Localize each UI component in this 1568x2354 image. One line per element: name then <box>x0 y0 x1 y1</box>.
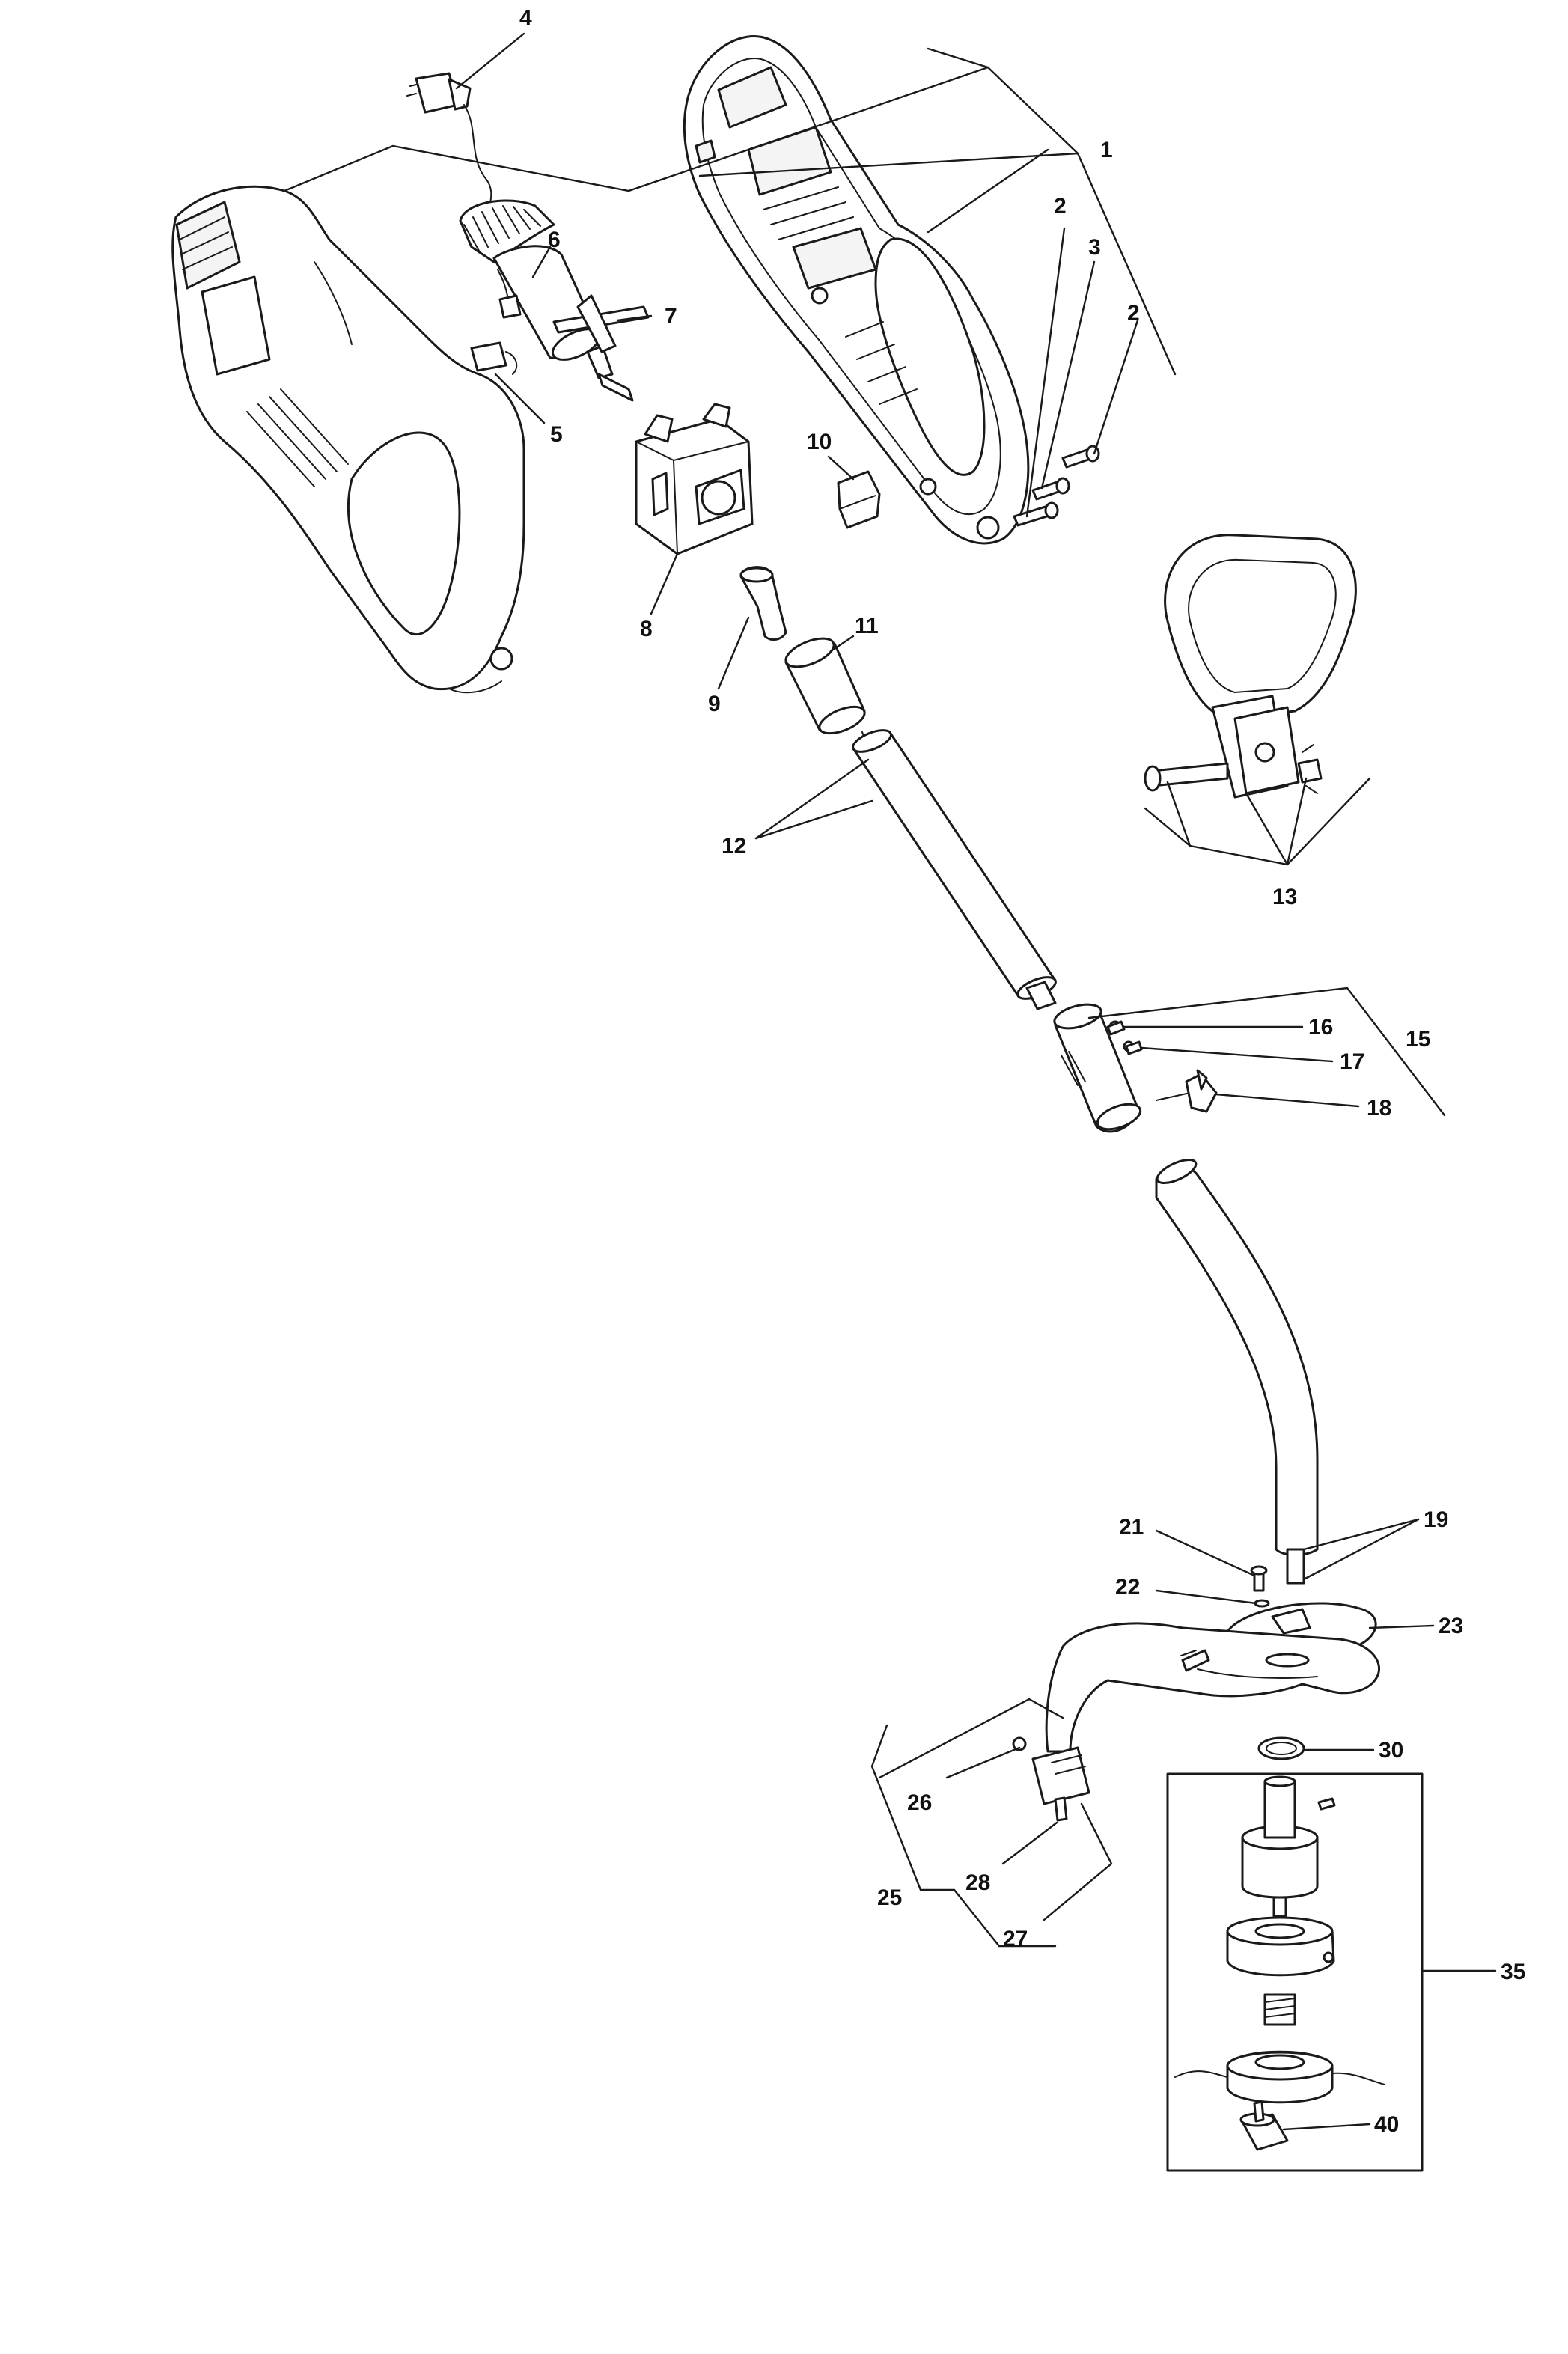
callout-1: 1 <box>1100 138 1113 162</box>
guard-screw <box>1250 1565 1270 1608</box>
callout-11: 11 <box>855 614 879 638</box>
callout-27: 27 <box>1003 1927 1028 1951</box>
callout-labels: 1 2 2 3 4 5 6 7 8 9 10 11 12 13 15 16 17… <box>519 6 1525 2137</box>
leader-lines <box>283 32 1497 2131</box>
motor-armature <box>459 199 634 402</box>
switch <box>837 470 881 529</box>
callout-23: 23 <box>1439 1614 1463 1638</box>
callout-25: 25 <box>877 1885 902 1910</box>
callout-18: 18 <box>1367 1096 1391 1120</box>
callout-6: 6 <box>548 228 561 252</box>
shaft-sleeve <box>784 637 866 735</box>
grass-guard <box>1012 1622 1380 1805</box>
callout-30: 30 <box>1379 1738 1403 1763</box>
callout-10: 10 <box>807 430 832 454</box>
guard-mount-screw <box>1054 1796 1068 1822</box>
callout-5: 5 <box>550 422 563 447</box>
power-plug <box>406 72 492 233</box>
spool-head-assembly <box>1166 1772 1424 2172</box>
hose-clamp <box>1257 1736 1305 1760</box>
callout-3: 3 <box>1088 235 1101 260</box>
shaft-clamp <box>1053 1003 1142 1133</box>
drive-shaft-tube <box>852 729 1057 1010</box>
housing-screws <box>1013 445 1100 527</box>
callout-17: 17 <box>1340 1049 1364 1074</box>
callout-16: 16 <box>1308 1015 1333 1040</box>
callout-26: 26 <box>907 1790 932 1815</box>
callout-13: 13 <box>1272 885 1297 909</box>
callout-19: 19 <box>1424 1507 1448 1532</box>
callout-40: 40 <box>1374 2112 1399 2137</box>
callout-2-upper: 2 <box>1054 194 1067 219</box>
callout-8: 8 <box>640 617 653 641</box>
carbon-brush <box>470 269 522 375</box>
housing-right-half <box>683 35 1030 545</box>
drive-coupling <box>739 566 787 641</box>
callout-4: 4 <box>519 6 532 31</box>
callout-12: 12 <box>722 834 746 859</box>
clamp-screws <box>1106 1020 1143 1055</box>
cooling-fan <box>552 294 650 353</box>
lower-bent-tube <box>1155 1159 1319 1585</box>
callout-15: 15 <box>1406 1027 1430 1052</box>
auxiliary-handle <box>1144 534 1357 799</box>
callout-9: 9 <box>708 692 721 716</box>
housing-left-half <box>171 185 525 694</box>
callout-35: 35 <box>1501 1960 1525 1984</box>
callout-22: 22 <box>1115 1575 1140 1600</box>
clamp-knob <box>1156 1069 1218 1113</box>
callout-7: 7 <box>665 304 677 329</box>
callout-28: 28 <box>965 1870 990 1895</box>
callout-21: 21 <box>1119 1515 1144 1540</box>
callout-2-lower: 2 <box>1127 301 1140 326</box>
stator <box>635 403 754 555</box>
